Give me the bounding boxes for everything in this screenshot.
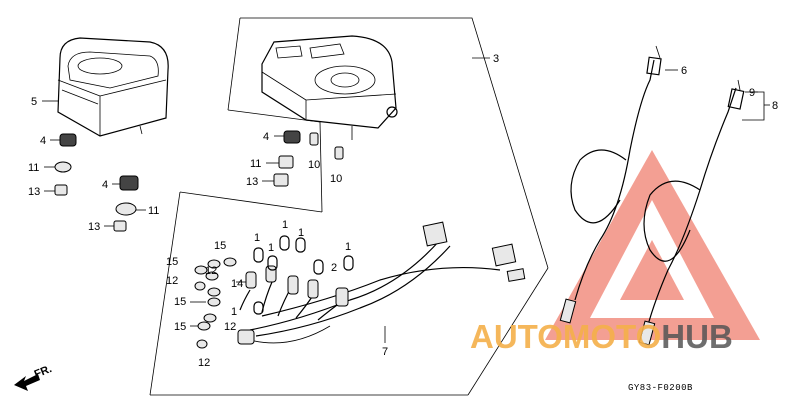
collar-11-center [266, 155, 294, 169]
callout-11: 11 [28, 162, 39, 174]
callout-1: 1 [345, 241, 351, 253]
callout-12: 12 [205, 265, 217, 277]
callout-10: 10 [330, 173, 342, 185]
callout-12: 12 [224, 321, 236, 333]
callout-11: 11 [148, 205, 159, 217]
nut-13-center [262, 173, 289, 187]
bulb-socket-10b [334, 146, 344, 160]
assembly-outline [149, 17, 549, 396]
bulb-socket-10a [309, 132, 319, 146]
callout-14: 14 [231, 278, 243, 290]
callout-7: 7 [382, 346, 388, 358]
speedometer-cable [559, 45, 678, 324]
callout-1: 1 [268, 242, 274, 254]
watermark-part1: AUTOMOTO [470, 318, 662, 355]
callout-8: 8 [772, 100, 778, 112]
speedometer-unit [57, 37, 169, 137]
grommet-4-left [50, 133, 77, 147]
diagram-code: GY83-F0200B [628, 383, 693, 393]
front-marker-label: FR. [33, 363, 54, 381]
nut-13-mid [104, 220, 127, 232]
wire-harness [237, 221, 526, 345]
callout-15: 15 [174, 296, 186, 308]
callout-13: 13 [246, 176, 258, 188]
collar-11-mid [115, 202, 146, 216]
callout-1: 1 [254, 232, 260, 244]
callout-15: 15 [214, 240, 226, 252]
grommet-4-mid [112, 175, 139, 191]
watermark-text: AUTOMOTOHUB [470, 318, 733, 356]
collar-11-left [44, 161, 72, 173]
callout-4: 4 [263, 131, 269, 143]
callout-15: 15 [174, 321, 186, 333]
callout-6: 6 [681, 65, 687, 77]
front-direction-arrow-icon [14, 374, 40, 391]
callout-12: 12 [198, 357, 210, 369]
callout-11: 11 [250, 158, 261, 170]
callout-5: 5 [31, 96, 37, 108]
callout-1: 1 [231, 306, 237, 318]
bulbs-1 [253, 235, 354, 315]
callout-2: 2 [331, 262, 337, 274]
callout-13: 13 [28, 186, 40, 198]
callout-labels: 5 4 11 13 4 11 13 3 4 11 13 10 10 1 1 1 … [28, 53, 778, 381]
watermark-part2: HUB [661, 318, 733, 355]
callout-12: 12 [166, 275, 178, 287]
grommet-4-center [274, 130, 301, 144]
callout-1: 1 [282, 219, 288, 231]
callout-15: 15 [166, 256, 178, 268]
callout-1: 1 [298, 227, 304, 239]
callout-4: 4 [102, 179, 108, 191]
combination-meter-unit [261, 35, 398, 140]
callout-9: 9 [749, 87, 755, 99]
washers-nuts [190, 257, 246, 349]
callout-3: 3 [493, 53, 499, 65]
nut-13-left [44, 184, 68, 196]
watermark-triangle-logo-icon [545, 150, 760, 340]
callout-4: 4 [40, 135, 46, 147]
callout-10: 10 [308, 159, 320, 171]
tachometer-cable [638, 79, 770, 346]
callout-13: 13 [88, 221, 100, 233]
bulb-2 [313, 259, 324, 275]
